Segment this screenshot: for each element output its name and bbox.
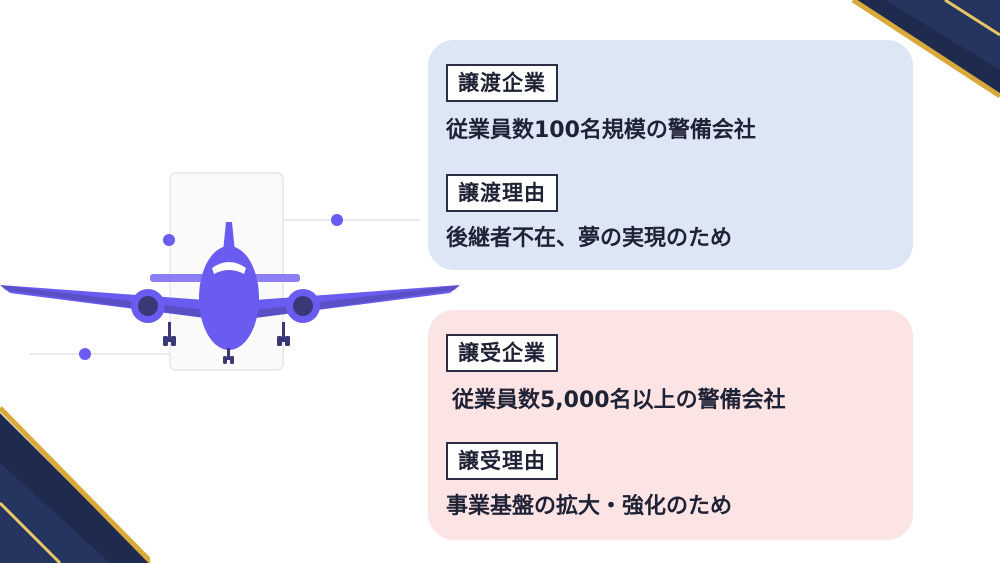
airplane-illustration	[0, 172, 460, 371]
corner-decoration-bottom-left	[0, 406, 150, 563]
transferee-description: 従業員数5,000名以上の警備会社	[452, 388, 786, 413]
transferor-reason: 後継者不在、夢の実現のため	[446, 226, 733, 251]
transferee-reason-heading: 譲受理由	[446, 442, 558, 480]
transferee-heading: 譲受企業	[446, 334, 558, 372]
corner-decoration-top-right	[851, 0, 1000, 99]
transferee-reason: 事業基盤の拡大・強化のため	[446, 494, 733, 519]
transferor-card: 譲渡企業 従業員数100名規模の警備会社 譲渡理由 後継者不在、夢の実現のため	[428, 40, 913, 270]
transferor-reason-heading: 譲渡理由	[446, 174, 558, 212]
transferee-card: 譲受企業 従業員数5,000名以上の警備会社 譲受理由 事業基盤の拡大・強化のた…	[428, 310, 913, 540]
transferor-description: 従業員数100名規模の警備会社	[446, 118, 756, 143]
transferor-heading: 譲渡企業	[446, 64, 558, 102]
